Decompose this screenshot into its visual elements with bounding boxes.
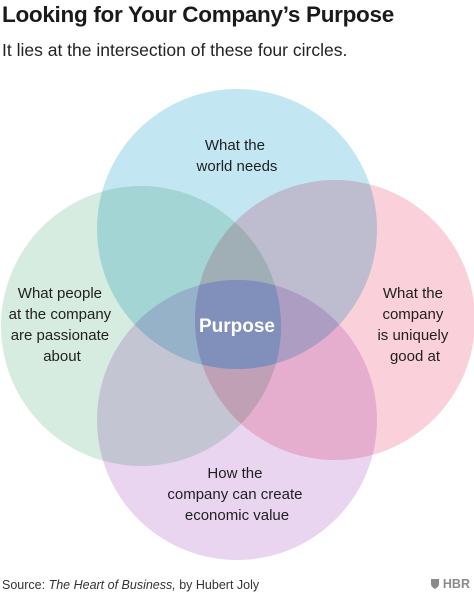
label-good-at-line-1: What the	[383, 285, 443, 302]
circle-economic-value	[97, 280, 377, 560]
label-good-at-line-3: is uniquely	[377, 327, 448, 344]
source-book-title: The Heart of Business,	[48, 578, 176, 592]
label-passion-line-2: at the company	[9, 306, 112, 323]
hbr-logo: HBR	[430, 577, 470, 591]
label-world-needs-line-1: What the	[205, 137, 265, 154]
source-note: Source: The Heart of Business, by Hubert…	[2, 578, 259, 592]
label-good-at: What the company is uniquely good at	[377, 285, 452, 365]
label-economic-value-line-1: How the	[207, 465, 262, 482]
label-good-at-line-4: good at	[390, 348, 441, 365]
label-passion: What people at the company are passionat…	[9, 285, 116, 365]
label-world-needs: What the world needs	[196, 137, 278, 175]
source-author: by Hubert Joly	[179, 578, 260, 592]
hbr-brand-text: HBR	[442, 577, 470, 591]
label-world-needs-line-2: world needs	[196, 158, 278, 175]
page-subtitle: It lies at the intersection of these fou…	[2, 40, 348, 60]
shield-icon	[430, 579, 439, 589]
label-passion-line-3: are passionate	[11, 327, 109, 344]
page-title: Looking for Your Company’s Purpose	[2, 2, 394, 27]
label-passion-line-4: about	[43, 348, 81, 365]
label-passion-line-1: What people	[18, 285, 102, 302]
label-economic-value-line-2: company can create	[167, 486, 302, 503]
label-good-at-line-2: company	[382, 306, 443, 323]
source-prefix: Source:	[2, 578, 46, 592]
label-economic-value: How the company can create economic valu…	[167, 465, 306, 524]
label-economic-value-line-3: economic value	[185, 507, 289, 524]
purpose-label: Purpose	[199, 316, 275, 337]
